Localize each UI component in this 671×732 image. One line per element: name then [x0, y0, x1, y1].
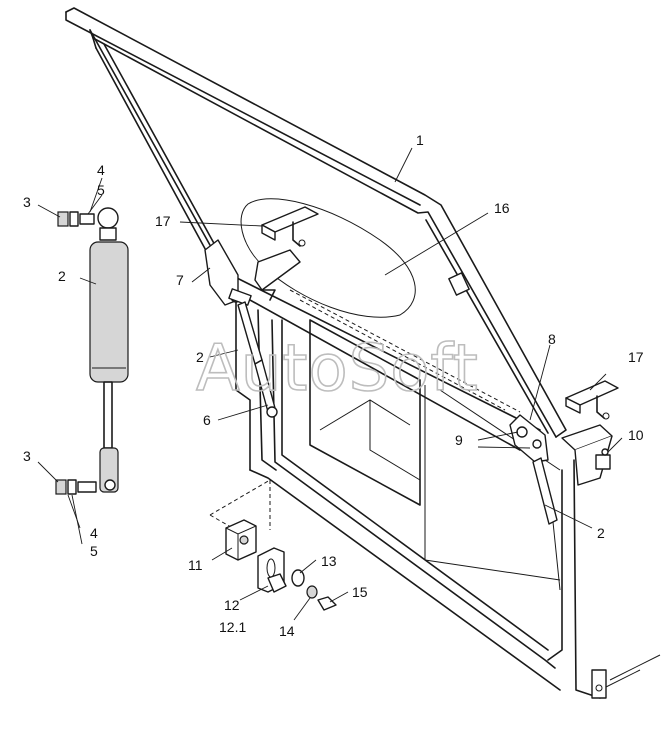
callout-4-bottom: 4	[90, 525, 98, 541]
callout-6: 6	[203, 412, 211, 428]
callout-2-right: 2	[597, 525, 605, 541]
callout-12-1: 12.1	[219, 619, 246, 635]
hatch-lid	[65, 7, 567, 451]
callout-10: 10	[628, 427, 644, 443]
callout-5-bottom: 5	[90, 543, 98, 559]
right-hinge-assembly	[509, 414, 613, 486]
bracket-17-right	[565, 380, 619, 420]
door-body	[209, 289, 661, 699]
callout-2-left: 2	[58, 268, 66, 284]
left-hinge-assembly	[204, 239, 301, 306]
callout-5-top: 5	[97, 182, 105, 198]
callout-1: 1	[416, 132, 424, 148]
callout-17-right: 17	[628, 349, 644, 365]
callout-2-mid: 2	[196, 349, 204, 365]
callout-3-bottom: 3	[23, 448, 31, 464]
callout-12: 12	[224, 597, 240, 613]
callout-4-top: 4	[97, 162, 105, 178]
gas-strut-left-mounted	[237, 301, 278, 418]
latch-parts-exploded	[225, 519, 337, 611]
callout-11: 11	[188, 557, 203, 573]
bracket-17-left	[261, 206, 319, 247]
callout-16: 16	[494, 200, 510, 216]
fastener-set-bottom	[55, 479, 97, 495]
latch-plate	[591, 669, 607, 699]
gas-strut-right-mounted	[532, 457, 561, 591]
callout-labels: 1 2 2 2 3 3 4 4 5 5 6 7 8 9 10 11 12 12.…	[23, 132, 644, 639]
callout-7: 7	[176, 272, 184, 288]
callout-9: 9	[455, 432, 463, 448]
callout-14: 14	[279, 623, 295, 639]
leader-lines	[37, 147, 623, 621]
callout-15: 15	[352, 584, 368, 600]
callout-3-top: 3	[23, 194, 31, 210]
callout-8: 8	[548, 331, 556, 347]
callout-13: 13	[321, 553, 337, 569]
callout-17-left: 17	[155, 213, 171, 229]
lid-latch	[448, 272, 470, 296]
fastener-set-top	[57, 211, 95, 227]
watermark-text: AutoSoft	[196, 332, 479, 406]
glass-panel	[240, 198, 416, 318]
gas-strut-exploded	[89, 207, 129, 493]
